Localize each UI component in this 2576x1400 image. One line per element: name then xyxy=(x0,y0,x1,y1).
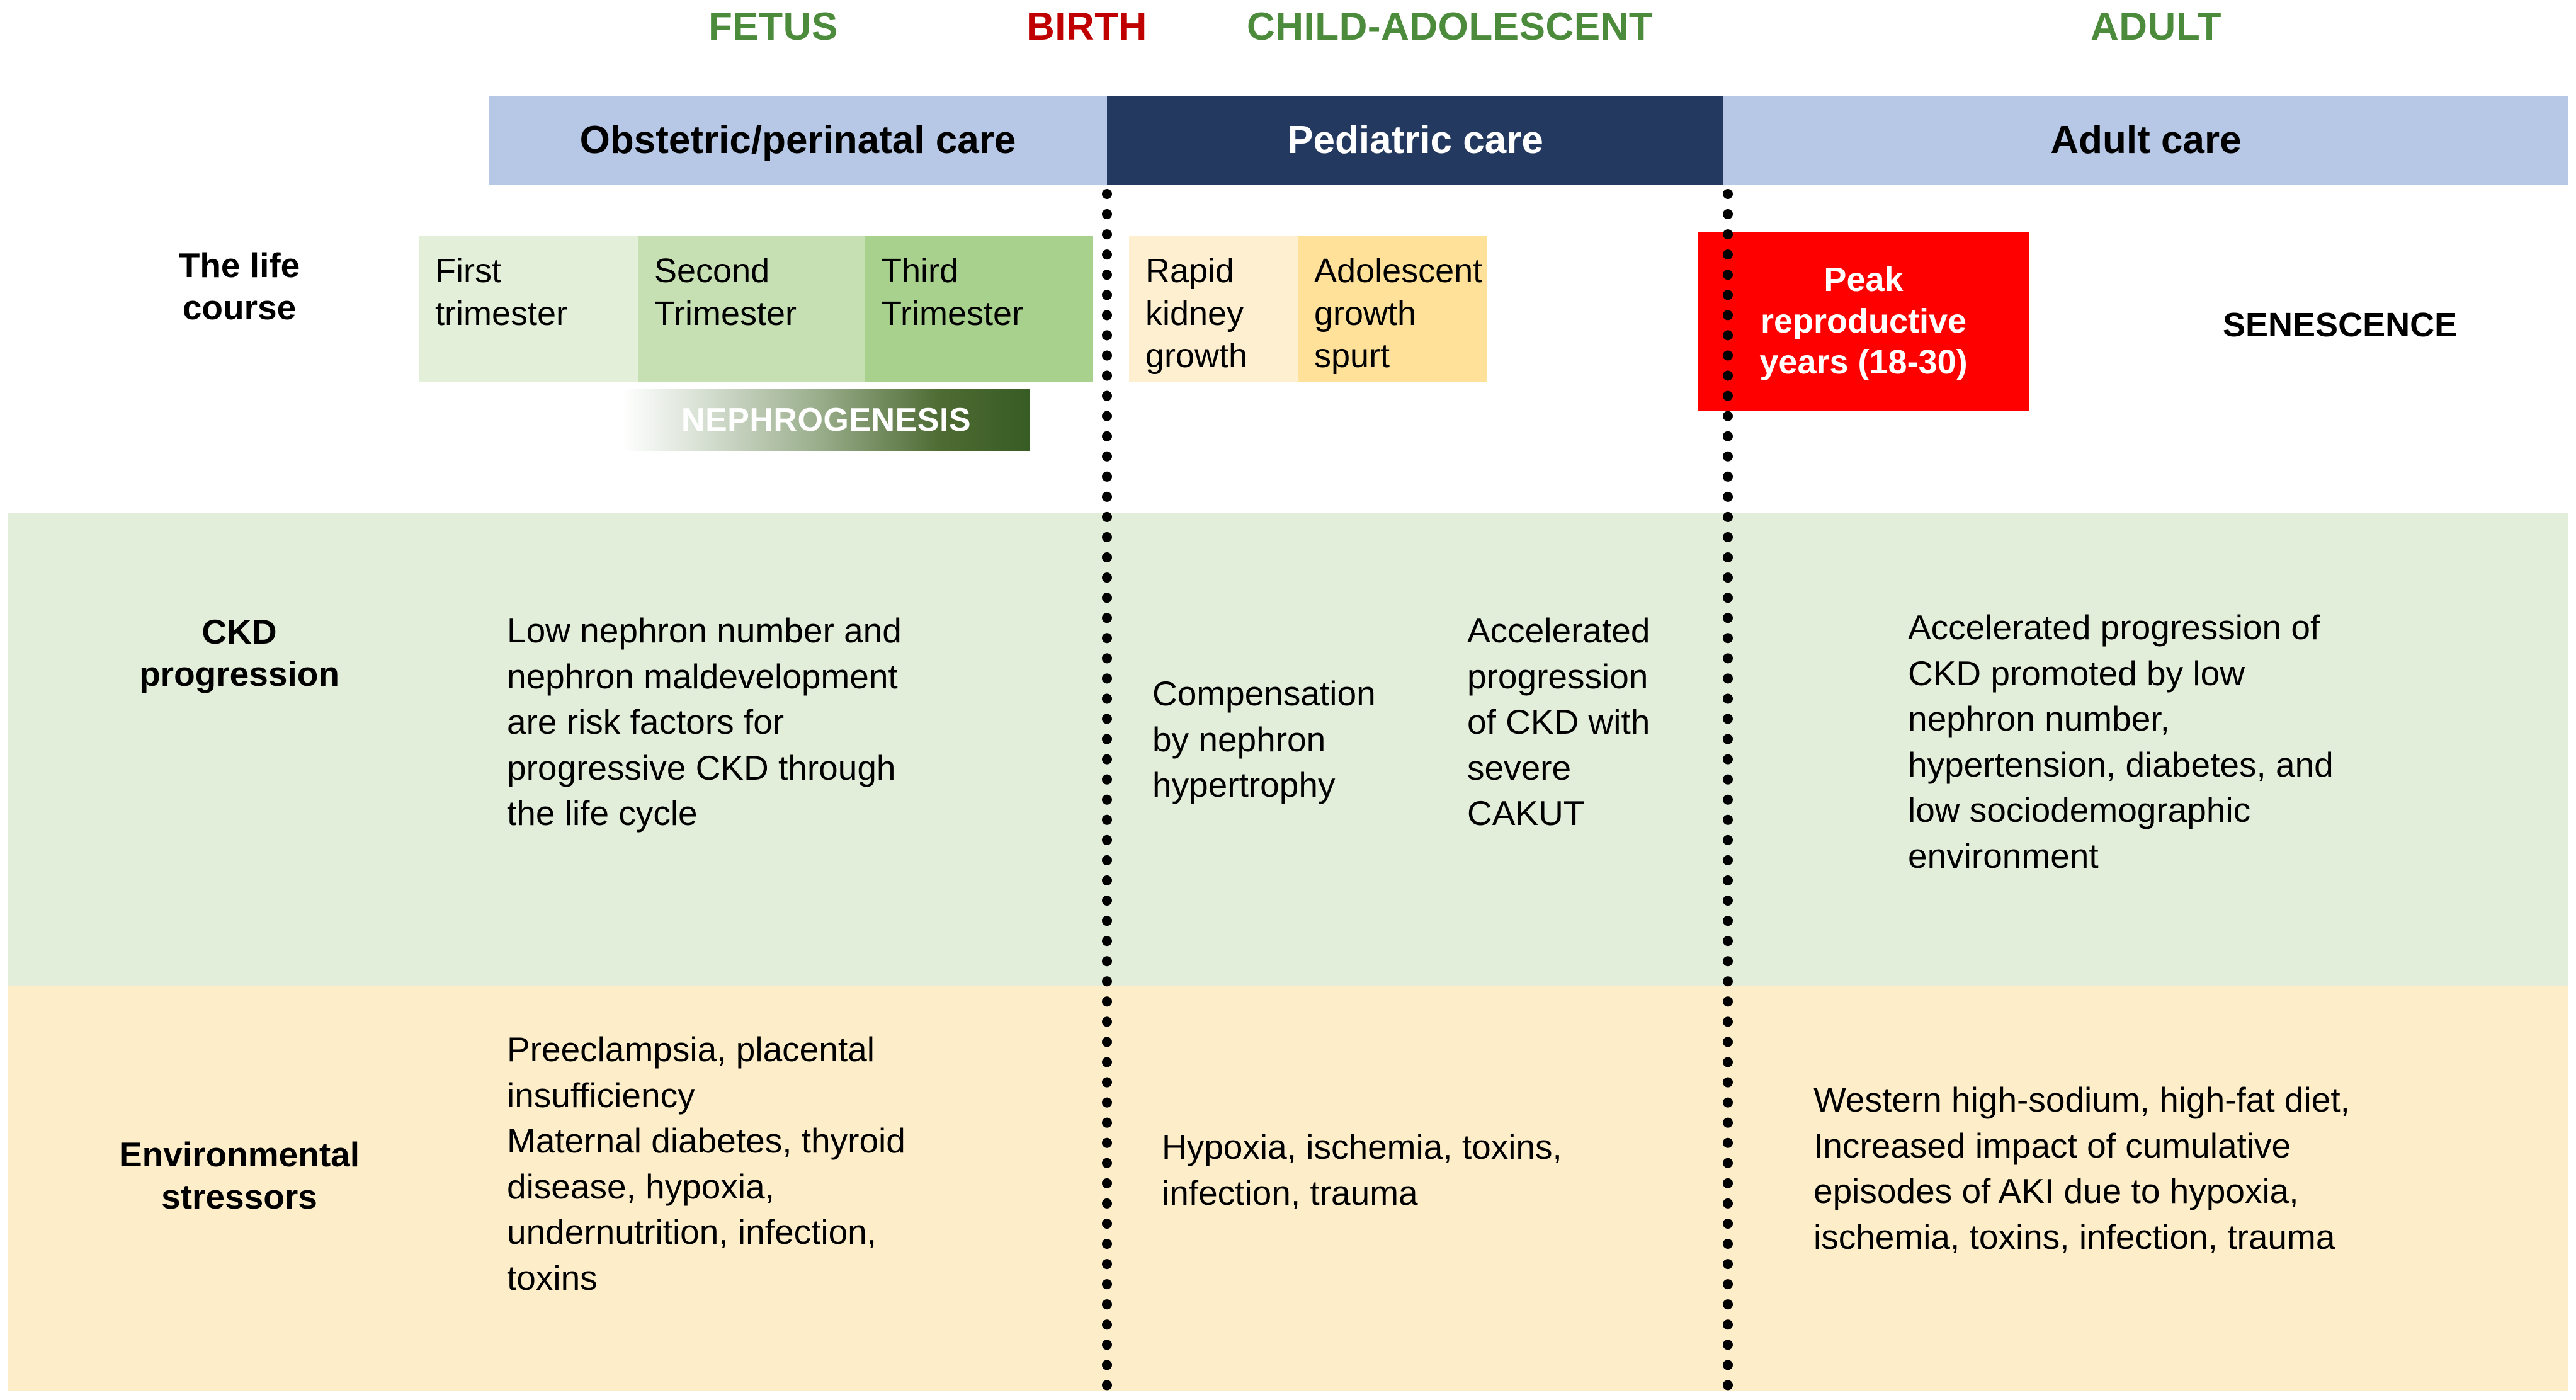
phase-label-birth: BIRTH xyxy=(1026,5,1147,48)
environmental-stressors-band xyxy=(8,986,2568,1391)
divider-birth xyxy=(1102,189,1112,1391)
care-band-adult: Adult care xyxy=(1723,96,2568,185)
env-cell-obstetric: Preeclampsia, placental insufficiency Ma… xyxy=(507,1030,905,1297)
life-box-first-trimester: First trimester xyxy=(419,236,638,382)
life-box-adolescent-growth-spurt: Adolescent growth spurt xyxy=(1298,236,1487,382)
nephrogenesis-bar: NEPHROGENESIS xyxy=(622,389,1030,451)
env-cell-adult: Western high-sodium, high-fat diet, Incr… xyxy=(1813,1080,2350,1256)
ckd-cell-pediatric-compensation: Compensation by nephron hypertrophy xyxy=(1152,674,1376,805)
senescence-label: SENESCENCE xyxy=(2223,306,2458,344)
env-cell-pediatric: Hypoxia, ischemia, toxins, infection, tr… xyxy=(1162,1127,1562,1212)
life-box-second-trimester: Second Trimester xyxy=(638,236,865,382)
phase-label-child-adolescent: CHILD-ADOLESCENT xyxy=(1247,5,1654,48)
row-label-environmental-stressors: Environmental stressors xyxy=(118,1135,360,1217)
life-box-rapid-kidney-growth: Rapid kidney growth xyxy=(1129,236,1298,382)
life-box-peak-reproductive-years: Peak reproductive years (18-30) xyxy=(1698,232,2029,411)
ckd-cell-adult: Accelerated progression of CKD promoted … xyxy=(1908,608,2334,875)
ckd-cell-obstetric: Low nephron number and nephron maldevelo… xyxy=(507,611,902,833)
care-band-pediatric: Pediatric care xyxy=(1107,96,1723,185)
phase-label-adult: ADULT xyxy=(2091,5,2221,48)
divider-adulthood xyxy=(1723,189,1733,1391)
phase-label-fetus: FETUS xyxy=(708,5,838,48)
row-label-ckd-progression: CKD progression xyxy=(139,612,339,694)
ckd-progression-band xyxy=(8,513,2568,986)
row-label-life-course: The life course xyxy=(178,246,300,327)
ckd-cell-pediatric-cakut: Accelerated progression of CKD with seve… xyxy=(1467,611,1650,833)
life-box-third-trimester: Third Trimester xyxy=(865,236,1093,382)
care-band-obstetric: Obstetric/perinatal care xyxy=(489,96,1107,185)
